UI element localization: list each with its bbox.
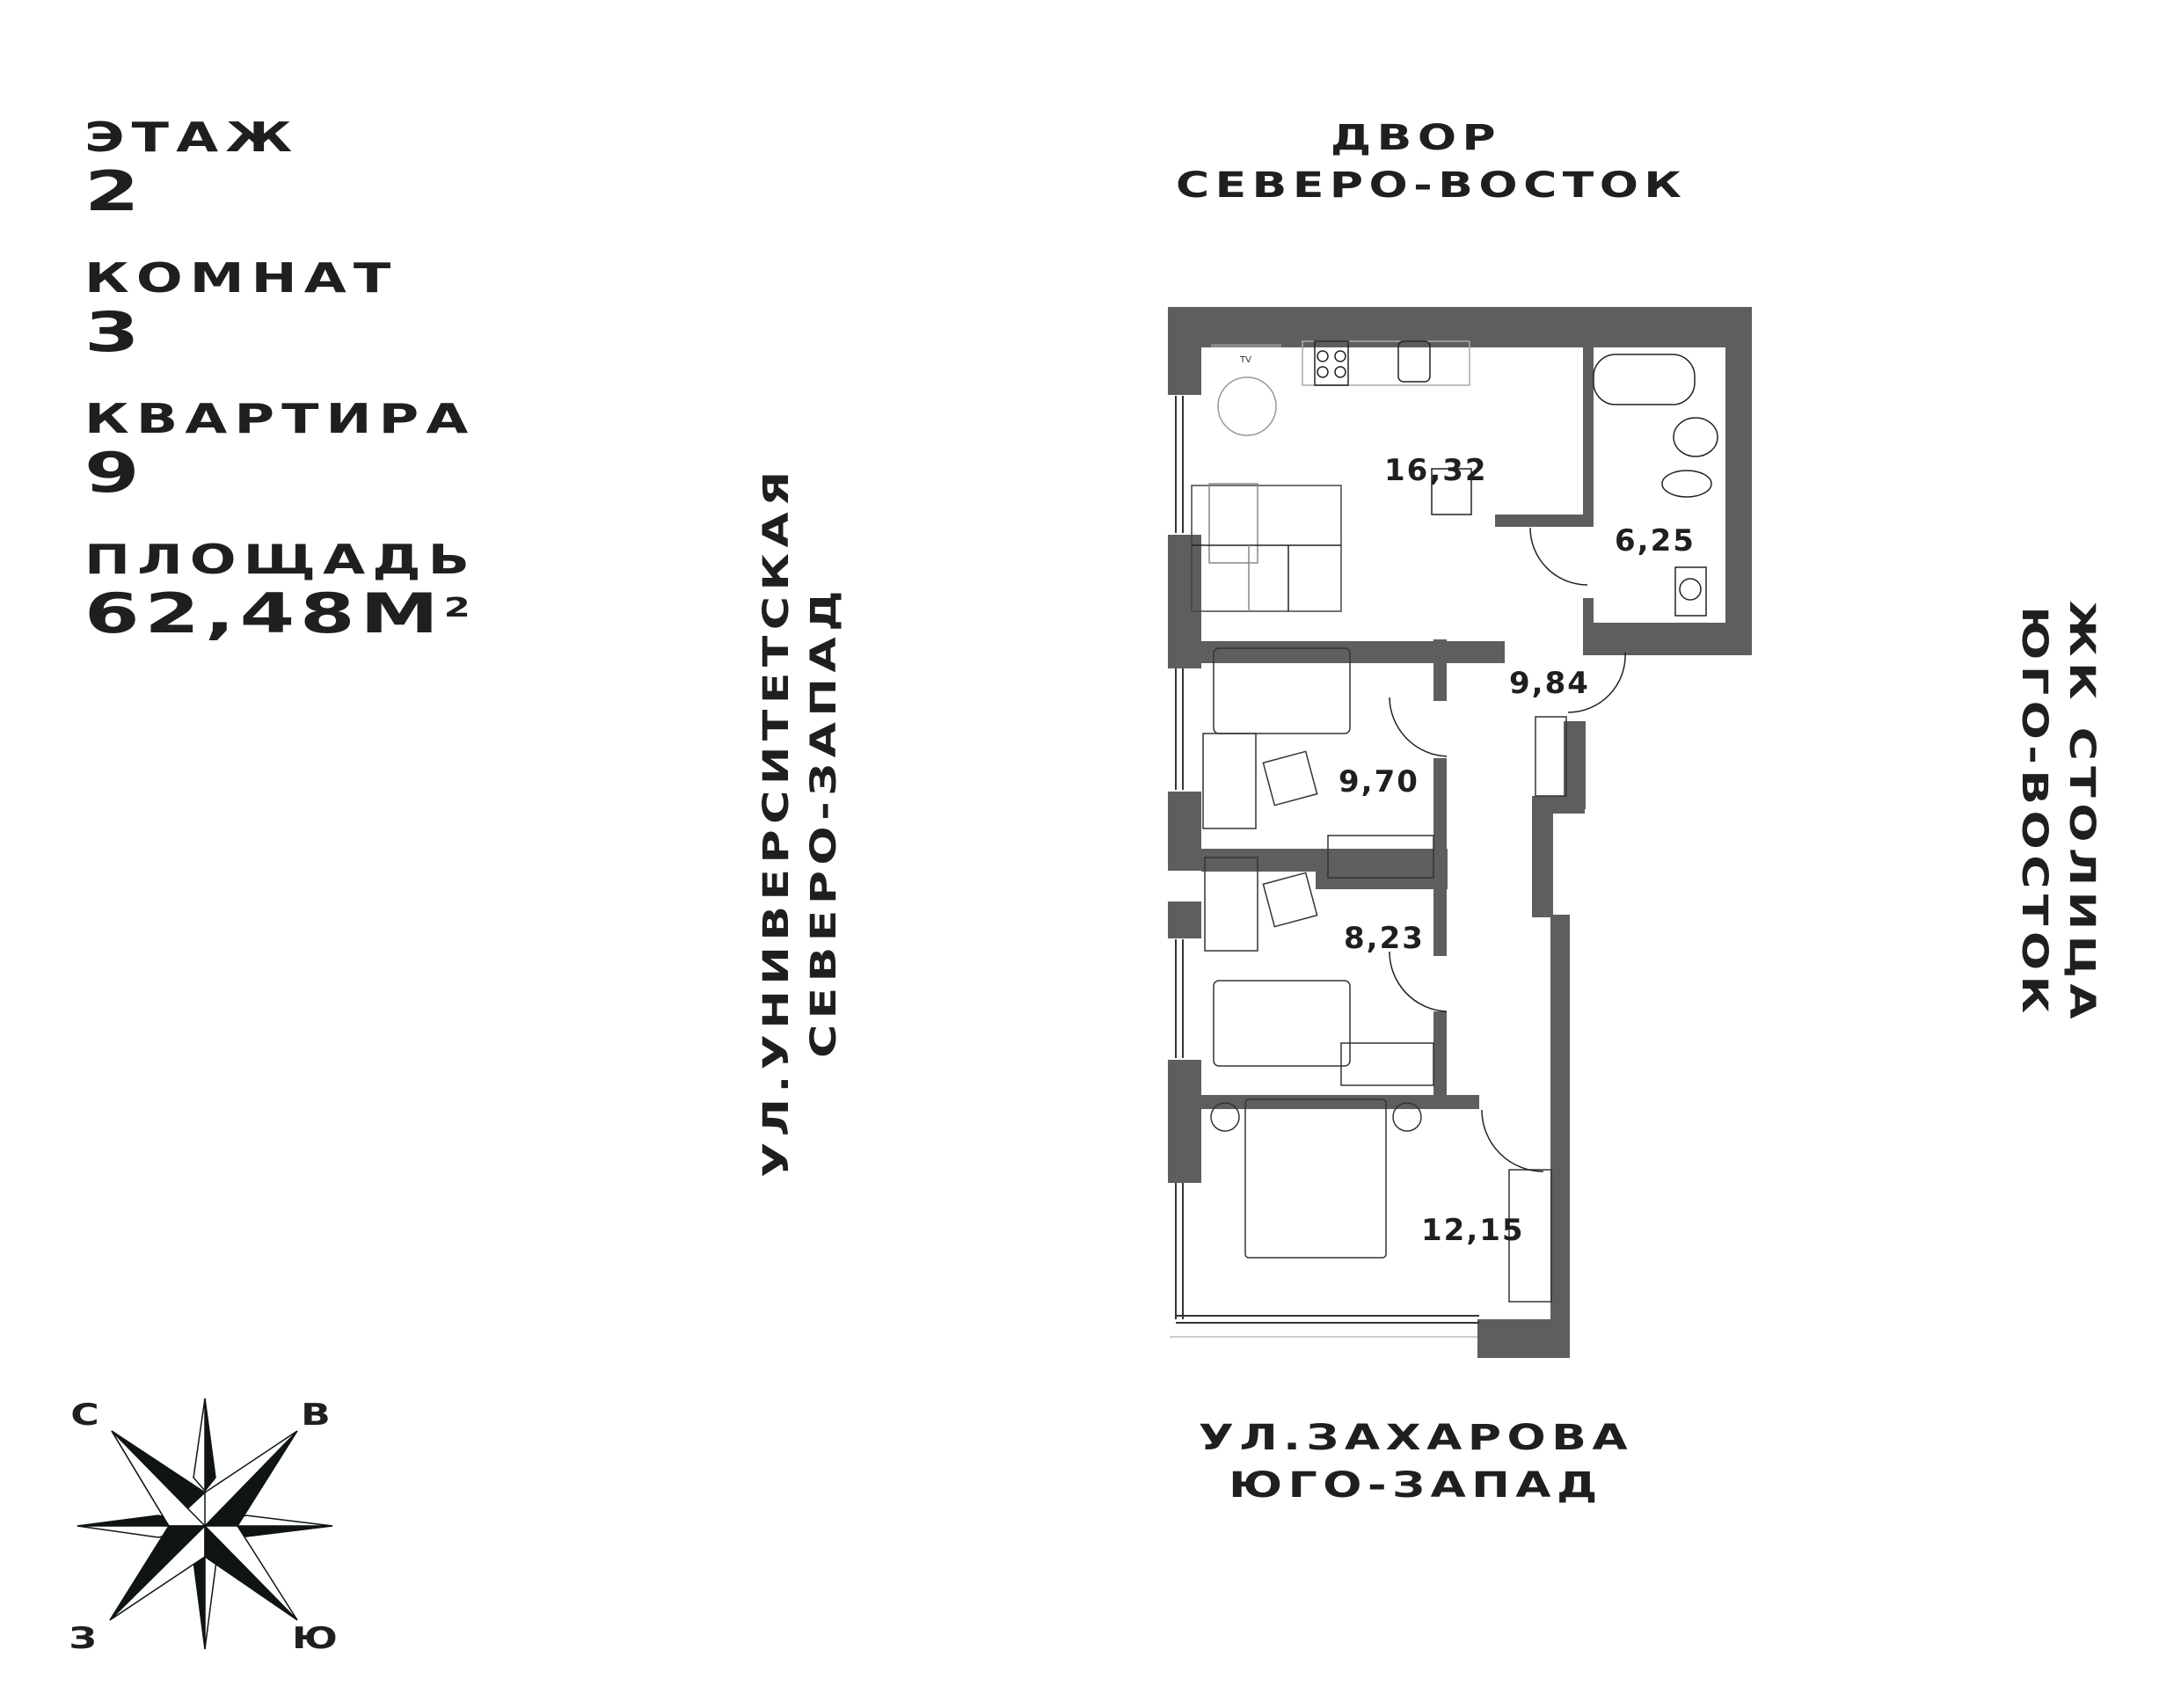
bedroom-furniture bbox=[1202, 647, 1567, 1303]
nightstand-icon bbox=[1392, 1102, 1422, 1132]
apartment-number-info: КВАРТИРА 9 bbox=[84, 396, 468, 505]
floor-info: ЭТАЖ 2 bbox=[84, 114, 375, 223]
compass-east-label: В bbox=[301, 1398, 331, 1433]
wardrobe-icon bbox=[1327, 835, 1434, 879]
desk-icon bbox=[1202, 733, 1257, 829]
compass-north-label: С bbox=[70, 1398, 99, 1433]
direction-top-line2: СЕВЕРО-ВОСТОК bbox=[1176, 165, 1688, 206]
rooms-info: КОМНАТ 3 bbox=[84, 255, 390, 364]
area-number: 62,48М bbox=[84, 581, 444, 646]
bathroom-fixtures bbox=[1593, 354, 1718, 617]
tv-icon bbox=[1211, 344, 1281, 347]
direction-southwest: УЛ.ЗАХАРОВА ЮГО-ЗАПАД bbox=[1199, 1414, 1628, 1509]
direction-bottom-line2: ЮГО-ЗАПАД bbox=[1229, 1465, 1603, 1506]
dining-table-icon bbox=[1217, 376, 1277, 436]
kitchen-furniture bbox=[1191, 340, 1472, 612]
room-area-bathroom: 6,25 bbox=[1615, 523, 1696, 558]
direction-northeast: ДВОР СЕВЕРО-ВОСТОК bbox=[1176, 114, 1681, 209]
compass-star-icon bbox=[77, 1398, 333, 1650]
tv-label: TV bbox=[1239, 355, 1251, 365]
apartment-info: ЭТАЖ 2 КОМНАТ 3 КВАРТИРА 9 ПЛОЩАДЬ 62,48… bbox=[84, 114, 470, 677]
compass-south-label: Ю bbox=[292, 1621, 338, 1656]
chair-icon bbox=[1262, 872, 1318, 928]
double-bed-icon bbox=[1244, 1099, 1387, 1259]
area-value: 62,48М2 bbox=[84, 582, 506, 646]
area-unit-superscript: 2 bbox=[443, 593, 476, 624]
direction-top-line1: ДВОР bbox=[1330, 118, 1502, 158]
bed-icon bbox=[1213, 980, 1351, 1067]
bed-icon bbox=[1213, 647, 1351, 734]
rooms-value: 3 bbox=[84, 300, 145, 364]
nightstand-icon bbox=[1210, 1102, 1240, 1132]
windows bbox=[1170, 396, 1479, 1338]
desk-icon bbox=[1204, 857, 1258, 952]
compass-rose: С В З Ю bbox=[62, 1394, 361, 1684]
washbasin-icon bbox=[1673, 417, 1718, 457]
compass-west-label: З bbox=[69, 1621, 97, 1656]
doors bbox=[1389, 527, 1626, 1172]
room-area-bedroom-2: 8,23 bbox=[1344, 921, 1425, 956]
floor-value: 2 bbox=[84, 159, 145, 223]
room-area-master-bedroom: 12,15 bbox=[1421, 1213, 1525, 1248]
floor-label: ЭТАЖ bbox=[84, 113, 300, 161]
apartment-label: КВАРТИРА bbox=[84, 395, 476, 442]
direction-bottom-line1: УЛ.ЗАХАРОВА bbox=[1198, 1418, 1634, 1458]
wardrobe-icon bbox=[1340, 1042, 1434, 1086]
room-area-kitchen-living: 16,32 bbox=[1384, 453, 1488, 488]
sofa-icon bbox=[1191, 483, 1342, 612]
area-label: ПЛОЩАДЬ bbox=[84, 536, 478, 583]
chair-icon bbox=[1262, 750, 1318, 807]
bathtub-icon bbox=[1593, 354, 1696, 405]
area-info: ПЛОЩАДЬ 62,48М2 bbox=[84, 536, 470, 646]
room-area-bedroom-1: 9,70 bbox=[1339, 764, 1419, 799]
toilet-icon bbox=[1661, 470, 1712, 498]
apartment-value: 9 bbox=[84, 441, 145, 505]
closet-icon bbox=[1535, 716, 1567, 797]
cooktop-icon bbox=[1314, 340, 1349, 386]
rooms-label: КОМНАТ bbox=[84, 254, 398, 302]
room-area-hallway: 9,84 bbox=[1509, 666, 1590, 701]
sink-icon bbox=[1397, 340, 1431, 383]
washing-machine-icon bbox=[1674, 566, 1707, 617]
